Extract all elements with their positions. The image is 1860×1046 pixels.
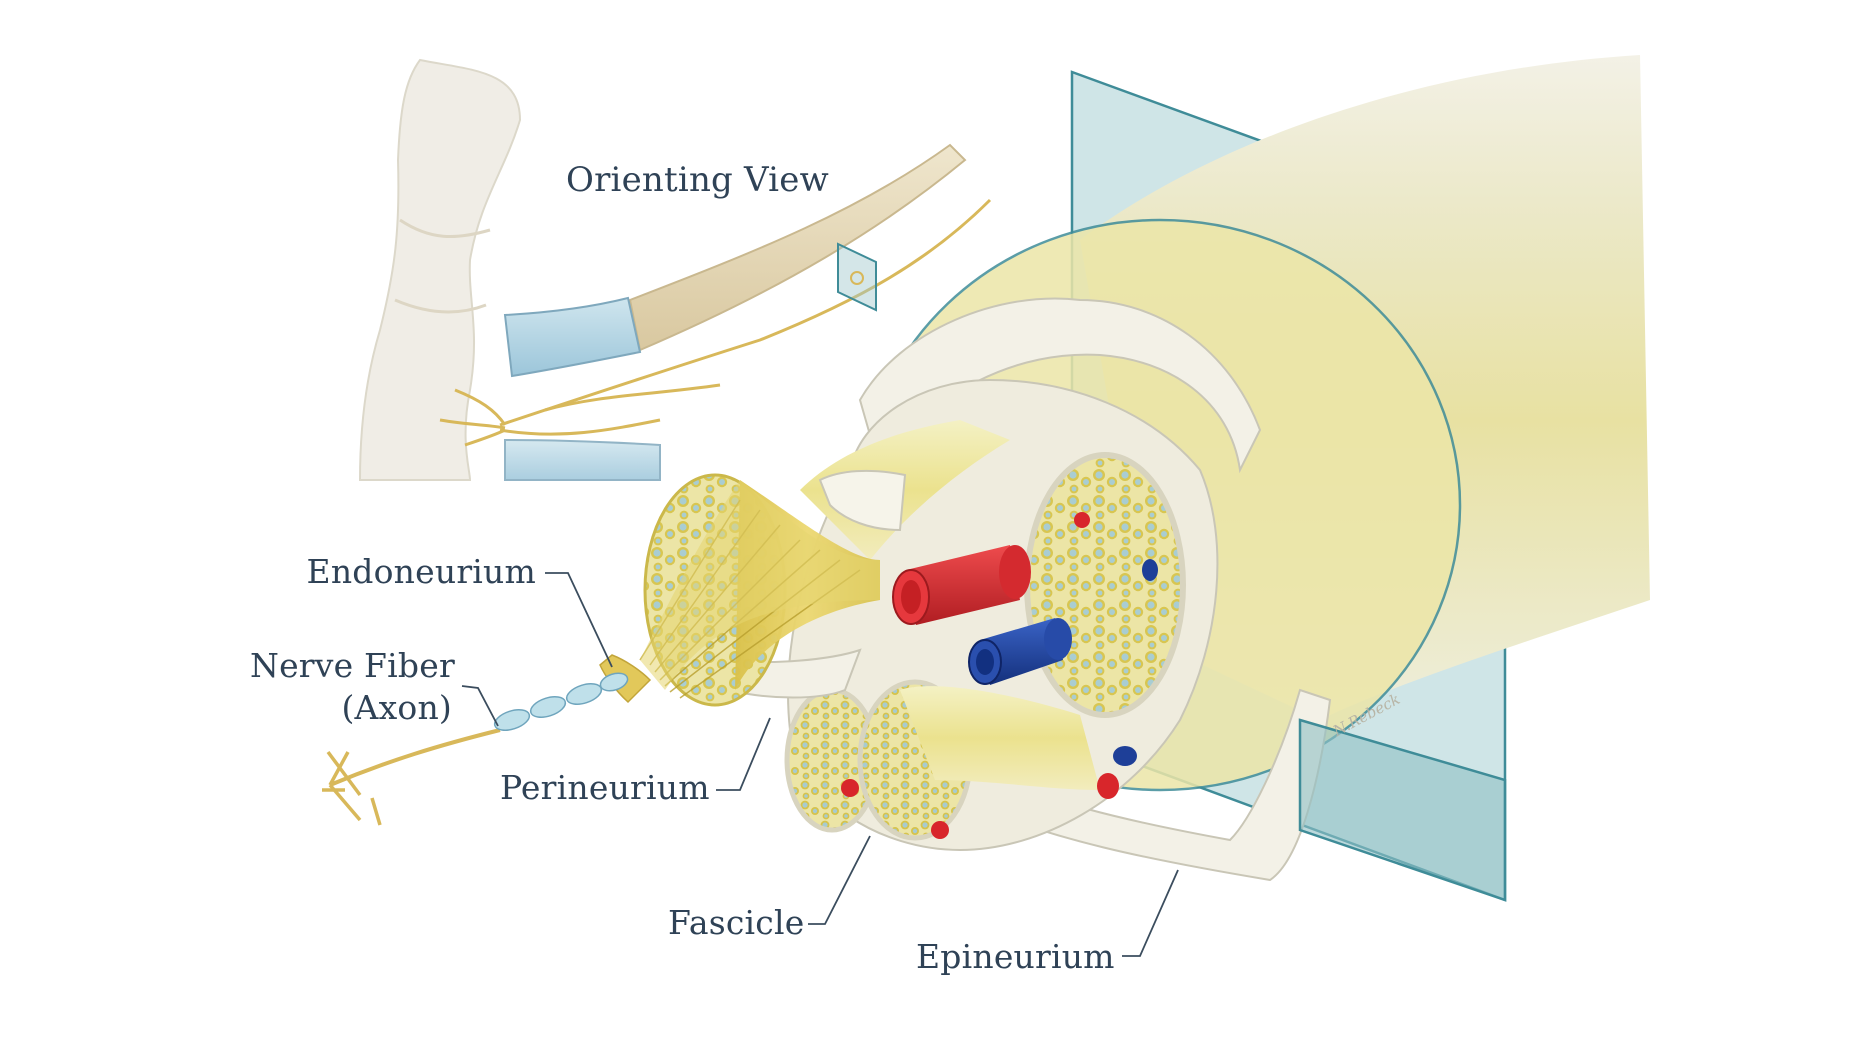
small-artery-2 — [1097, 773, 1119, 799]
vein — [968, 618, 1072, 685]
cartilage-upper — [503, 296, 642, 378]
fascicle-upper-tube — [800, 420, 1010, 560]
leader-nerve-fiber — [461, 685, 499, 727]
leader-endoneurium — [545, 572, 613, 668]
orienting-plane — [837, 242, 877, 312]
small-vein-1 — [1142, 559, 1158, 581]
cartilage-lower — [504, 438, 661, 481]
epineurium-lower-flap — [958, 688, 1332, 882]
orienting-view-inset — [358, 58, 992, 481]
perineurium-label: Perineurium — [500, 768, 710, 807]
leader-lines — [461, 572, 1179, 957]
rib-upper — [628, 143, 967, 352]
small-artery-4 — [931, 821, 949, 839]
fascicle-tube — [900, 686, 1100, 790]
epineurium-sheath — [858, 297, 1262, 474]
perineurium-flap — [818, 469, 907, 532]
small-artery-1 — [1074, 512, 1090, 528]
exposed-fascicle — [639, 473, 880, 707]
small-artery-3 — [841, 779, 859, 797]
leader-epineurium — [1122, 869, 1179, 957]
leader-fascicle — [808, 835, 871, 925]
axon-label: (Axon) — [341, 688, 452, 727]
endoneurium-label: Endoneurium — [306, 552, 536, 591]
epineurium-label: Epineurium — [916, 937, 1115, 976]
artery — [892, 545, 1031, 625]
intercostal-nerve — [439, 198, 992, 447]
fascicle-label: Fascicle — [668, 903, 805, 942]
vertebra-shape — [358, 58, 522, 481]
leader-perineurium — [716, 717, 771, 791]
section-plane-front — [1298, 718, 1507, 902]
nerve-fiber-axon — [322, 672, 629, 826]
fascicle-right — [1024, 452, 1186, 718]
small-vein-2 — [1113, 746, 1137, 766]
orienting-view-label: Orienting View — [566, 160, 829, 200]
nerve-fiber-label: Nerve Fiber — [250, 646, 455, 685]
